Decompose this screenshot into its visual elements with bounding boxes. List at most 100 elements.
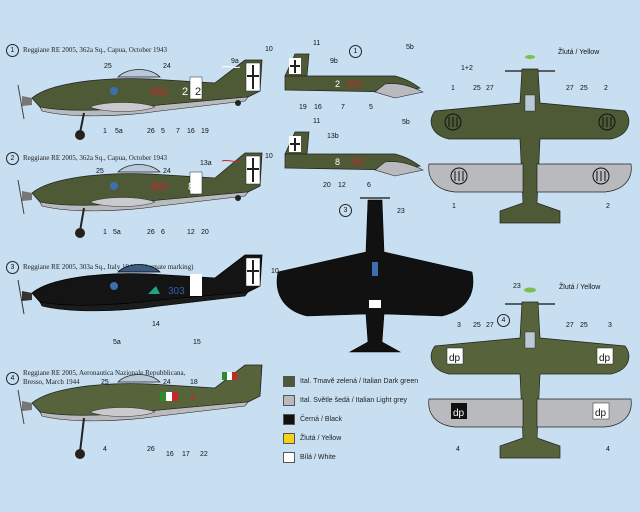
legend-label: Žlutá / Yellow	[300, 435, 342, 442]
top-view-1-fuselage: 2 362	[284, 53, 424, 99]
callout-23: 23	[513, 283, 521, 290]
callout-1: 1	[452, 203, 456, 210]
profile-2-side-view: 362 8	[17, 152, 263, 238]
callout-20: 20	[323, 182, 331, 189]
profile-1-code-white: 2	[182, 86, 188, 98]
callout-5a: 5a	[113, 339, 121, 346]
plan-3-number: 3	[339, 204, 352, 217]
callout-25: 25	[580, 85, 588, 92]
profile-2-caption: Reggiane RE 2005, 362a Sq., Capua, Octob…	[23, 154, 168, 162]
callout-5b: 5b	[406, 44, 414, 51]
top2-code-red: 362	[350, 157, 365, 167]
callout-5a: 5a	[113, 229, 121, 236]
underwing-4-right: dp	[536, 398, 632, 428]
callout-25: 25	[101, 379, 109, 386]
callout-26: 26	[147, 446, 155, 453]
profile-1-side-view: 362 2 2	[17, 59, 263, 140]
callout-26: 26	[147, 229, 155, 236]
callout-23: 23	[397, 208, 405, 215]
legend-item-white: Bílá / White	[283, 448, 458, 467]
svg-text:dp: dp	[599, 353, 611, 364]
callout-5: 5	[369, 104, 373, 111]
profile-2-code-red: 362	[150, 181, 168, 193]
plan-view-4-upper: dp dp	[430, 287, 630, 459]
callout-24: 24	[163, 379, 171, 386]
legend-swatch	[283, 452, 295, 463]
callout-25: 25	[473, 85, 481, 92]
callout-27: 27	[566, 322, 574, 329]
callout-4: 4	[456, 446, 460, 453]
top-view-1-number: 1	[349, 45, 362, 58]
profile-4-code-red: 4	[190, 393, 196, 404]
profile-2-code-white: 8	[188, 181, 194, 193]
callout-24: 24	[163, 63, 171, 70]
plan-view-12-upper	[430, 55, 630, 224]
callout-4: 4	[606, 446, 610, 453]
profile-1-caption: Reggiane RE 2005, 362a Sq., Capua, Octob…	[23, 46, 168, 54]
color-legend: Ital. Tmavě zelená / Italian Dark green …	[283, 372, 458, 467]
callout-19: 19	[201, 128, 209, 135]
callout-25: 25	[580, 322, 588, 329]
plan-12-number: 1+2	[461, 65, 473, 72]
callout-16: 16	[187, 128, 195, 135]
legend-item-yellow: Žlutá / Yellow	[283, 429, 458, 448]
callout-16: 16	[166, 451, 174, 458]
legend-swatch	[283, 395, 295, 406]
callout-1: 1	[451, 85, 455, 92]
callout-11: 11	[313, 118, 321, 125]
callout-22: 22	[200, 451, 208, 458]
profile-3-code-blue: 303	[168, 286, 185, 297]
svg-text:dp: dp	[453, 408, 465, 419]
legend-label: Černá / Black	[300, 416, 343, 423]
callout-6: 6	[367, 182, 371, 189]
top1-code-red: 362	[347, 79, 362, 89]
plan-view-3	[276, 197, 474, 353]
callout-25: 25	[104, 63, 112, 70]
callout-16: 16	[314, 104, 322, 111]
profile-3-caption: Reggiane RE 2005, 303a Sq., Italy 1944 (…	[23, 263, 194, 271]
callout-6: 6	[161, 229, 165, 236]
callout-5a: 5a	[115, 128, 123, 135]
callout-26: 26	[147, 128, 155, 135]
callout-3: 3	[457, 322, 461, 329]
callout-9b: 9b	[330, 58, 338, 65]
callout-1: 1	[103, 229, 107, 236]
underwing-12-left	[428, 163, 524, 193]
plan-4-number: 4	[497, 314, 510, 327]
svg-text:dp: dp	[595, 408, 607, 419]
callout-24: 24	[163, 168, 171, 175]
svg-text:dp: dp	[449, 353, 461, 364]
callout-4: 4	[103, 446, 107, 453]
callout-10: 10	[265, 46, 273, 53]
profile-4-number: 4	[6, 372, 19, 385]
callout-2: 2	[606, 203, 610, 210]
callout-5b: 5b	[402, 119, 410, 126]
legend-label: Bílá / White	[300, 454, 336, 461]
callout-15: 15	[193, 339, 201, 346]
callout-14: 14	[152, 321, 160, 328]
callout-3: 3	[608, 322, 612, 329]
callout-5: 5	[161, 128, 165, 135]
legend-item-black: Černá / Black	[283, 410, 458, 429]
callout-1: 1	[103, 128, 107, 135]
callout-25: 25	[473, 322, 481, 329]
callout-10: 10	[265, 153, 273, 160]
callout-25: 25	[96, 168, 104, 175]
profile-4-caption-line2: Bresso, March 1944	[23, 378, 80, 386]
underwing-4-left: dp	[428, 398, 524, 428]
legend-swatch	[283, 376, 295, 387]
top1-code-white: 2	[335, 79, 340, 89]
callout-7: 7	[176, 128, 180, 135]
legend-label: Ital. Tmavě zelená / Italian Dark green	[300, 378, 419, 385]
legend-swatch	[283, 433, 295, 444]
profile-4-caption-line1: Reggiane RE 2005, Aeronautica Nazionale …	[23, 369, 186, 377]
callout-27: 27	[566, 85, 574, 92]
callout-13b: 13b	[327, 133, 339, 140]
top2-code-white: 8	[335, 157, 340, 167]
top-view-2-fuselage: 8 362	[284, 131, 424, 177]
legend-swatch	[283, 414, 295, 425]
callout-12: 12	[187, 229, 195, 236]
callout-9a: 9a	[231, 58, 239, 65]
profile-1-number: 1	[6, 44, 19, 57]
callout-20: 20	[201, 229, 209, 236]
